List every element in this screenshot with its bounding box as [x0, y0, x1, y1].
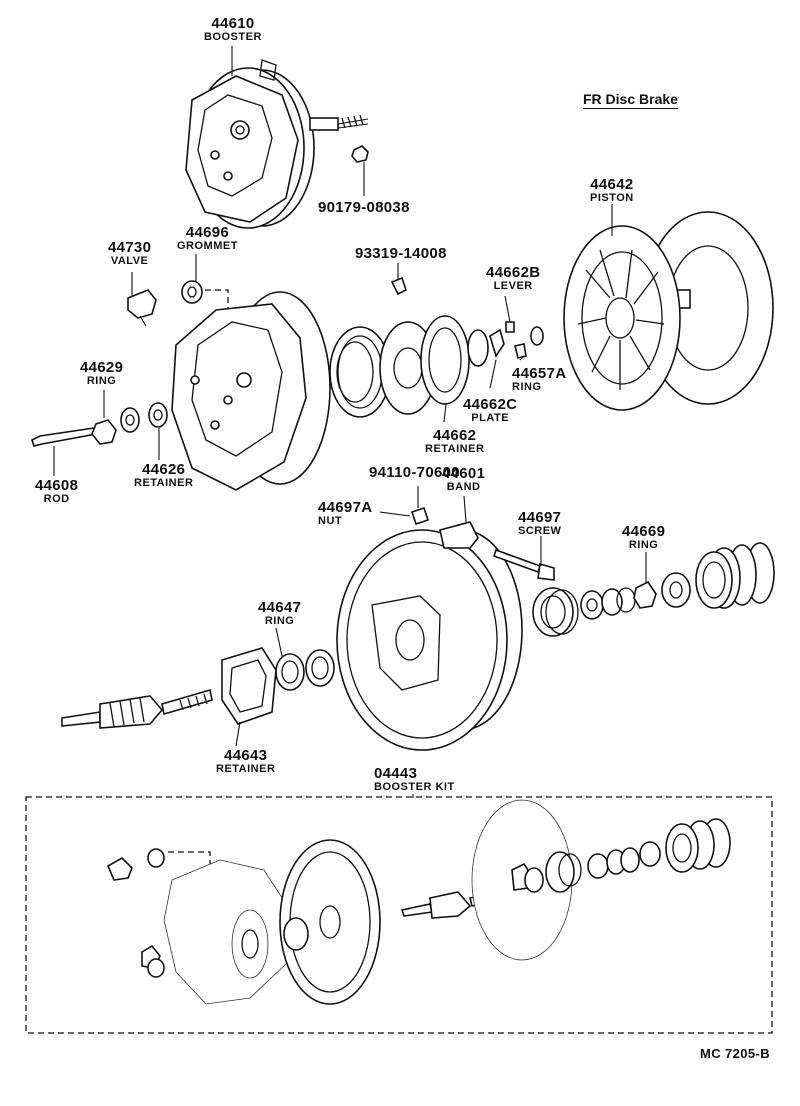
part-label-retainer-44626: 44626 RETAINER	[134, 462, 193, 489]
part-label-valve: 44730 VALVE	[108, 240, 151, 267]
part-label-retainer-44643: 44643 RETAINER	[216, 748, 275, 775]
part-label-booster-kit: 04443 BOOSTER KIT	[374, 766, 455, 793]
part-label-nut-44697a: 44697A NUT	[318, 500, 372, 527]
part-number: 44730	[108, 239, 152, 256]
diagram-code: MC 7205-B	[700, 1046, 771, 1061]
part-number: 44662C	[463, 396, 518, 413]
part-label-grommet: 44696 GROMMET	[177, 225, 238, 252]
part-label-ring-44647: 44647 RING	[258, 600, 301, 627]
boot-drawing	[695, 542, 775, 609]
part-number: 44647	[258, 599, 302, 616]
part-label-lever: 44662B LEVER	[486, 265, 540, 292]
part-number: 44657A	[512, 365, 567, 382]
part-number: 93319-14008	[355, 245, 447, 262]
kit-diaphragm-drawing	[279, 839, 381, 1005]
part-name: RETAINER	[134, 477, 194, 489]
part-label-plate: 44662C PLATE	[463, 397, 517, 424]
part-number: 94110-70600	[369, 464, 460, 481]
part-name: PLATE	[471, 412, 510, 424]
part-name: RING	[264, 615, 295, 627]
part-number: 44697	[518, 509, 562, 526]
part-name: NUT	[318, 515, 343, 527]
part-label-nut-90179: 90179-08038	[318, 200, 410, 215]
seal-ring-row-drawing	[532, 572, 691, 637]
part-name: ROD	[43, 493, 70, 505]
leader-lines	[53, 46, 647, 798]
diaphragm-spring-drawing	[329, 321, 437, 418]
part-label-piston: 44642 PISTON	[590, 177, 634, 204]
part-label-ring-44669: 44669 RING	[622, 524, 665, 551]
part-number: 44626	[142, 461, 186, 478]
part-number: 44696	[185, 224, 230, 241]
screw-drawing	[492, 548, 555, 581]
part-label-band: 44601 BAND	[442, 466, 485, 493]
part-name: RETAINER	[216, 763, 276, 775]
booster-drawing	[185, 59, 369, 229]
part-number: 44610	[211, 15, 255, 32]
part-label-nut-94110: 94110-70600	[369, 465, 460, 480]
part-name: SCREW	[518, 525, 562, 537]
rod-drawing	[31, 402, 168, 447]
kit-seal-row-drawing	[545, 818, 731, 893]
part-label-screw: 44697 SCREW	[518, 510, 561, 537]
part-label-bolt-93319: 93319-14008	[355, 246, 447, 261]
part-name: BAND	[446, 481, 481, 493]
part-number: 04443	[374, 765, 418, 782]
output-rod-drawing	[61, 688, 213, 729]
part-number: 44629	[80, 359, 124, 376]
part-number: 44643	[224, 747, 268, 764]
part-name: VALVE	[110, 255, 149, 267]
part-number: 44662	[433, 427, 477, 444]
part-number: 44642	[590, 176, 634, 193]
kit-plate-drawing	[471, 799, 573, 961]
part-label-ring-44657a: 44657A RING	[512, 366, 566, 393]
part-name: RING	[86, 375, 117, 387]
part-label-retainer-44662: 44662 RETAINER	[425, 428, 484, 455]
retainer-44662-drawing	[420, 315, 470, 405]
part-name: LEVER	[493, 280, 533, 292]
part-label-booster: 44610 BOOSTER	[204, 16, 262, 43]
rear-shell-drawing	[336, 506, 523, 751]
piston-drawing	[563, 211, 774, 411]
kit-shell-drawing	[141, 859, 291, 1005]
part-number: 44608	[35, 477, 79, 494]
part-name: BOOSTER	[204, 31, 262, 43]
plate-lever-drawing	[467, 321, 544, 367]
valve-drawing	[127, 289, 157, 327]
part-name: RING	[512, 381, 542, 393]
part-label-ring-44629: 44629 RING	[80, 360, 123, 387]
part-name: BOOSTER KIT	[374, 781, 455, 793]
part-name: RING	[628, 539, 659, 551]
part-name: PISTON	[590, 192, 634, 204]
ring-44647-drawing	[275, 649, 335, 691]
diagram-caption: FR Disc Brake	[583, 91, 678, 109]
part-name: RETAINER	[425, 443, 485, 455]
part-number: 44669	[622, 523, 666, 540]
front-shell-drawing	[171, 291, 331, 491]
part-name: GROMMET	[177, 240, 238, 252]
part-number: 44601	[442, 465, 486, 482]
grommet-drawing	[181, 280, 203, 304]
bolt-93319-drawing	[390, 276, 407, 296]
part-number: 44697A	[318, 499, 373, 516]
part-number: 90179-08038	[318, 199, 410, 216]
retainer-44643-drawing	[221, 647, 277, 725]
part-label-rod: 44608 ROD	[35, 478, 78, 505]
part-number: 44662B	[486, 264, 541, 281]
